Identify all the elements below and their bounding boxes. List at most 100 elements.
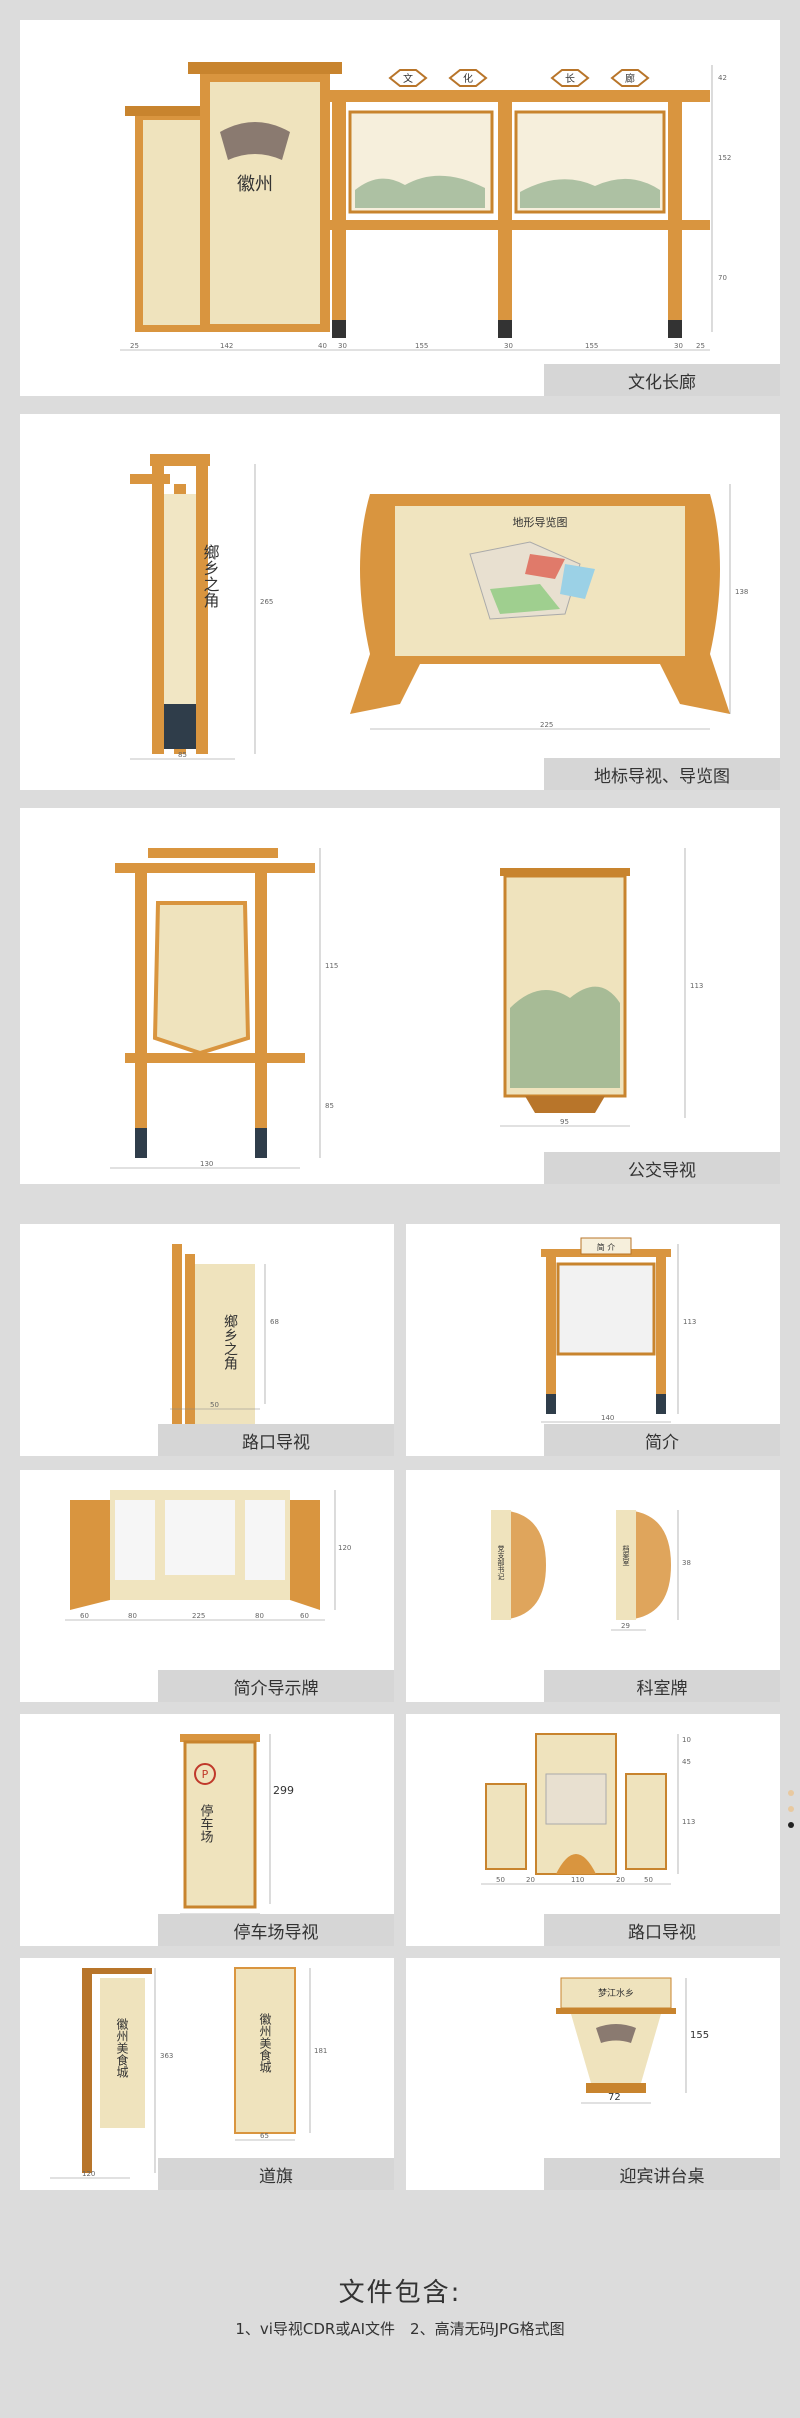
section-label: 地标导视、导览图	[544, 758, 780, 790]
header-char-2: 化	[463, 72, 473, 85]
dim-label: 80	[255, 1612, 264, 1620]
dim-label: 181	[314, 2047, 327, 2055]
header-plates: 文 化 长 廊	[388, 69, 650, 87]
dim-label: 155	[415, 342, 428, 350]
panel-door-plate: 党支部书记 档案室 29 38 科室牌	[406, 1470, 780, 1702]
dot-icon-active[interactable]	[788, 1822, 794, 1828]
dim-label: 95	[560, 1118, 569, 1126]
dim-label: 80	[128, 1612, 137, 1620]
header-char-3: 长	[565, 73, 575, 85]
dim-label: 138	[735, 588, 748, 596]
intro-guide-illustration: 60 80 225 80 60 120	[65, 1490, 351, 1621]
flag-text: 徽州美食城	[258, 2012, 272, 2074]
dim-label: 130	[200, 1160, 213, 1168]
dim-label: 113	[683, 1318, 696, 1326]
footer-line: 1、vi导视CDR或AI文件 2、高清无码JPG格式图	[235, 2320, 565, 2338]
flag-illustration: 徽州美食城 120 363 徽州美食城 65 181	[50, 1967, 327, 2179]
bus-sign-illustration: 130 115 85 95 113	[110, 848, 703, 1169]
dim-label: 50	[644, 1876, 653, 1884]
panel-intro-guide: 60 80 225 80 60 120 简介导示牌	[20, 1470, 394, 1702]
dim-label: 110	[571, 1876, 584, 1884]
dim-label: 155	[690, 2030, 709, 2041]
dim-label: 299	[273, 1784, 294, 1797]
fan-emblem	[220, 122, 290, 160]
bus-board	[152, 901, 251, 1056]
section-label: 科室牌	[544, 1670, 780, 1702]
sign-text: 徽州	[237, 174, 273, 195]
panel-bus-sign: 130 115 85 95 113 公交导视	[20, 808, 780, 1184]
panel-junction-sign: 鄉乡之角 50 68 路口导视	[20, 1224, 394, 1456]
panel-culture-corridor: 徽州 文 化 长 廊 25 142 40 30 155 30	[20, 20, 780, 396]
page-dots[interactable]	[788, 1790, 794, 1838]
tower-post	[152, 464, 164, 754]
section-label: 简介	[544, 1424, 780, 1456]
dim-label: 113	[690, 982, 703, 990]
dim-label: 120	[338, 1544, 351, 1552]
dim-label: 225	[540, 721, 553, 729]
dim-label: 85	[325, 1102, 334, 1110]
dim-label: 155	[585, 342, 598, 350]
dim-label: 30	[674, 342, 683, 350]
section-label: 路口导视	[544, 1914, 780, 1946]
section-label: 简介导示牌	[158, 1670, 394, 1702]
dim-label: 30	[504, 342, 513, 350]
door-plate-b: 档案室	[622, 1544, 630, 1566]
section-label: 道旗	[158, 2158, 394, 2190]
dim-label: 20	[616, 1876, 625, 1884]
flag-text: 徽州美食城	[115, 2017, 129, 2079]
panel-flag: 徽州美食城 120 363 徽州美食城 65 181 道旗	[20, 1958, 394, 2190]
corridor-top-beam	[320, 90, 710, 102]
parking-symbol: P	[202, 1768, 209, 1781]
header-char-1: 文	[403, 72, 413, 85]
panel-podium: 梦江水乡 72 155 迎宾讲台桌	[406, 1958, 780, 2190]
section-label: 路口导视	[158, 1424, 394, 1456]
dot-icon[interactable]	[788, 1806, 794, 1812]
door-plate-a: 党支部书记	[497, 1544, 505, 1580]
dim-label: 65	[260, 2132, 269, 2140]
dim-label: 140	[601, 1414, 614, 1422]
dim-label: 30	[338, 342, 347, 350]
intro-board-illustration: 简 介 140 113	[541, 1237, 696, 1423]
dim-label: 70	[718, 274, 727, 282]
dim-label: 10	[682, 1736, 691, 1744]
dim-label: 50	[210, 1401, 219, 1409]
header-char-4: 廊	[625, 72, 635, 85]
tower-text: 鄉乡之角	[201, 544, 220, 609]
panel-landmark-map: 鄉乡之角 85 265 地形导览图 225 138 地标导视、导览图	[20, 414, 780, 790]
parking-illustration: P 停车场 90 299	[180, 1734, 294, 1930]
door-plate-illustration: 党支部书记 档案室 29 38	[491, 1510, 691, 1631]
dim-label: 60	[300, 1612, 309, 1620]
panel-junction-guide: 50 20 110 20 50 10 45 113 路口导视	[406, 1714, 780, 1946]
podium-illustration: 梦江水乡 72 155	[556, 1977, 709, 2104]
panel-intro: 简 介 140 113 简介	[406, 1224, 780, 1456]
dim-label: 152	[718, 154, 731, 162]
dim-label: 120	[82, 2170, 95, 2178]
section-label: 迎宾讲台桌	[544, 2158, 780, 2190]
dim-label: 50	[496, 1876, 505, 1884]
junction-guide-illustration: 50 20 110 20 50 10 45 113	[481, 1733, 695, 1885]
junction-sign-text: 鄉乡之角	[222, 1314, 238, 1371]
dot-icon[interactable]	[788, 1790, 794, 1796]
section-label: 文化长廊	[544, 364, 780, 396]
dim-label: 42	[718, 74, 727, 82]
dim-label: 225	[192, 1612, 205, 1620]
dim-label: 142	[220, 342, 233, 350]
podium-top-text: 梦江水乡	[598, 1987, 634, 1999]
dim-label: 68	[270, 1318, 279, 1326]
dim-label: 72	[608, 2092, 621, 2103]
landmark-map-illustration: 鄉乡之角 85 265 地形导览图 225 138	[130, 454, 748, 760]
dim-label: 45	[682, 1758, 691, 1766]
parking-text: 停车场	[198, 1803, 214, 1843]
junction-sign-illustration: 鄉乡之角 50 68	[170, 1244, 279, 1434]
dim-label: 20	[526, 1876, 535, 1884]
map-title: 地形导览图	[513, 515, 568, 529]
culture-corridor-illustration: 徽州 文 化 长 廊 25 142 40 30 155 30	[120, 62, 731, 351]
dim-label: 29	[621, 1622, 630, 1630]
dim-label: 25	[696, 342, 705, 350]
dim-label: 25	[130, 342, 139, 350]
dim-label: 60	[80, 1612, 89, 1620]
dim-label: 85	[178, 751, 187, 759]
parking-icon	[194, 1763, 216, 1785]
dim-label: 38	[682, 1559, 691, 1567]
intro-header: 简 介	[597, 1242, 616, 1252]
